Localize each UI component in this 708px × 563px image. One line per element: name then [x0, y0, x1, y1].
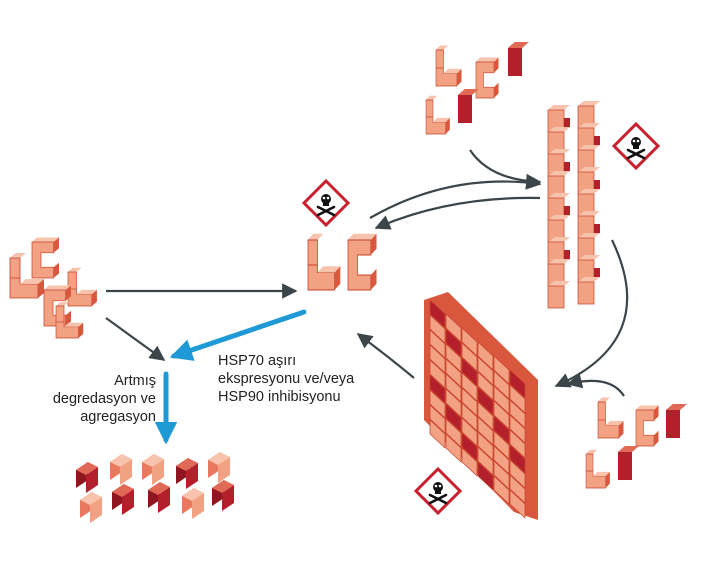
- sheet-brick: [429, 374, 446, 404]
- folded-protein-pair-center: [307, 233, 378, 291]
- sheet-brick: [477, 356, 494, 386]
- label-line: ekspresyonu ve/veya: [218, 371, 355, 387]
- sheet-brick: [493, 370, 510, 400]
- skull-crossbones-hazard-icon: [302, 179, 350, 227]
- sheet-brick: [445, 433, 462, 463]
- arrow-folded-to-degradation: [105, 317, 166, 361]
- sheet-brick: [477, 431, 494, 461]
- label-line: HSP70 aşırı: [218, 353, 297, 369]
- sheet-brick: [445, 388, 462, 418]
- sheet-brick: [493, 355, 510, 385]
- misfolded-protein-cluster-top: [425, 42, 529, 135]
- label-line: agregasyon: [80, 409, 156, 425]
- sheet-brick: [461, 417, 478, 447]
- sheet-brick: [461, 342, 478, 372]
- blue-arrow-pair-to-degradation: [169, 309, 307, 361]
- sheet-brick: [445, 328, 462, 358]
- sheet-brick: [477, 371, 494, 401]
- sheet-brick: [429, 299, 446, 329]
- arrow-pair-to-fibril: [369, 174, 542, 219]
- sheet-brick: [477, 386, 494, 416]
- sheet-brick: [461, 447, 478, 477]
- skull-crossbones-hazard-icon: [414, 467, 462, 515]
- sheet-brick: [429, 404, 446, 434]
- protofibril-columns: [547, 100, 601, 309]
- sheet-brick: [461, 402, 478, 432]
- treatment-arrows: [154, 309, 307, 445]
- sheet-brick: [461, 432, 478, 462]
- sheet-brick: [445, 358, 462, 388]
- sheet-brick: [429, 389, 446, 419]
- skull-crossbones-hazard-icon: [612, 122, 660, 170]
- sheet-brick: [509, 429, 526, 459]
- arrow-misfolded-bottom-in: [566, 373, 625, 397]
- sheet-brick: [429, 359, 446, 389]
- sheet-brick: [461, 387, 478, 417]
- sheet-brick: [445, 343, 462, 373]
- sheet-brick: [493, 475, 510, 505]
- sheet-brick: [493, 400, 510, 430]
- sheet-brick: [429, 419, 446, 449]
- label-line: Artmış: [114, 373, 156, 389]
- sheet-brick: [477, 341, 494, 371]
- degradation-aggregation-label: Artmış degredasyon ve agregasyon: [20, 372, 156, 426]
- label-line: HSP90 inhibisyonu: [218, 389, 341, 405]
- sheet-brick: [461, 327, 478, 357]
- sheet-brick: [477, 401, 494, 431]
- sheet-brick: [509, 444, 526, 474]
- degraded-fragments: [76, 452, 234, 523]
- sheet-brick: [509, 474, 526, 504]
- hsp-treatment-label: HSP70 aşırı ekspresyonu ve/veya HSP90 in…: [218, 352, 418, 406]
- pathway-arrows: [105, 149, 629, 397]
- sheet-brick: [509, 414, 526, 444]
- sheet-brick: [445, 418, 462, 448]
- sheet-brick: [493, 415, 510, 445]
- sheet-brick: [509, 399, 526, 429]
- sheet-brick: [493, 460, 510, 490]
- sheet-brick: [493, 445, 510, 475]
- sheet-brick: [509, 384, 526, 414]
- sheet-brick: [477, 446, 494, 476]
- sheet-brick: [509, 369, 526, 399]
- sheet-brick: [461, 372, 478, 402]
- sheet-brick: [509, 489, 526, 519]
- arrow-sheet-to-pair: [356, 333, 415, 379]
- sheet-brick: [429, 314, 446, 344]
- label-line: degredasyon ve: [52, 391, 156, 407]
- sheet-brick: [493, 385, 510, 415]
- sheet-brick: [429, 344, 446, 374]
- misfolded-protein-cluster-bottom: [585, 397, 687, 489]
- sheet-brick: [461, 357, 478, 387]
- arrow-misfolded-top-in: [469, 149, 542, 190]
- sheet-brick: [445, 313, 462, 343]
- folded-protein-cluster-left: [9, 237, 98, 339]
- arrow-fibril-to-pair: [374, 196, 541, 230]
- sheet-brick: [477, 416, 494, 446]
- sheet-brick: [477, 461, 494, 491]
- sheet-brick: [493, 430, 510, 460]
- fibril-sheet-aggregate: [424, 292, 538, 520]
- sheet-brick: [445, 373, 462, 403]
- sheet-brick: [509, 459, 526, 489]
- sheet-brick: [445, 403, 462, 433]
- sheet-brick: [429, 329, 446, 359]
